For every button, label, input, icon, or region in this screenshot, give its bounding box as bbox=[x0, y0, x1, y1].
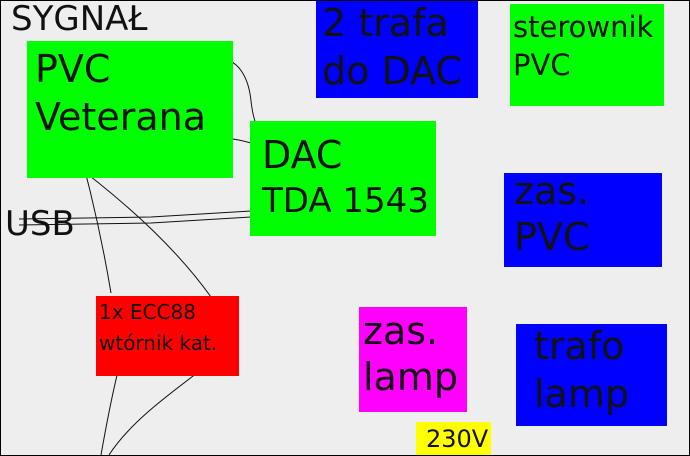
block-line-1: 2 trafa bbox=[322, 1, 449, 45]
block-line-1: zas. bbox=[514, 169, 590, 213]
block-pvc-supply: zas. PVC bbox=[504, 169, 662, 267]
mains-text: 230V bbox=[426, 425, 489, 453]
block-dac-transformers: 2 trafa do DAC bbox=[316, 1, 478, 98]
block-dac: DAC TDA 1543 bbox=[250, 121, 436, 236]
block-line-2: lamp bbox=[363, 355, 458, 399]
block-line-2: Veterana bbox=[35, 95, 206, 139]
block-line-2: TDA 1543 bbox=[262, 181, 429, 221]
block-line-1: sterownik bbox=[513, 10, 654, 44]
block-line-1: 1x ECC88 bbox=[99, 300, 196, 324]
usb-label: USB bbox=[5, 204, 75, 244]
block-pvc-controller: sterownik PVC bbox=[510, 4, 664, 106]
block-line-2: wtórnik kat. bbox=[99, 331, 218, 355]
block-lamp-supply: zas. lamp bbox=[359, 307, 467, 412]
block-line-2: PVC bbox=[514, 215, 590, 259]
block-line-1: trafo bbox=[534, 324, 625, 368]
mains-label: 230V bbox=[416, 422, 491, 455]
block-tube-buffer: 1x ECC88 wtórnik kat. bbox=[96, 296, 239, 376]
block-line-1: DAC bbox=[262, 133, 343, 177]
block-pvc-veterana: PVC Veterana bbox=[27, 41, 233, 178]
block-lamp-transformer: trafo lamp bbox=[516, 324, 667, 426]
signal-label: SYGNAŁ bbox=[11, 0, 148, 39]
block-line-1: PVC bbox=[35, 47, 111, 91]
wire-tube-output-right bbox=[108, 366, 206, 455]
wire-usb-upper bbox=[18, 210, 252, 220]
block-line-2: lamp bbox=[534, 372, 629, 416]
wire-tube-output-left bbox=[100, 366, 120, 455]
block-line-1: zas. bbox=[363, 309, 439, 353]
block-line-2: do DAC bbox=[322, 49, 462, 93]
wire-usb-lower bbox=[18, 216, 252, 226]
block-line-2: PVC bbox=[513, 48, 571, 82]
